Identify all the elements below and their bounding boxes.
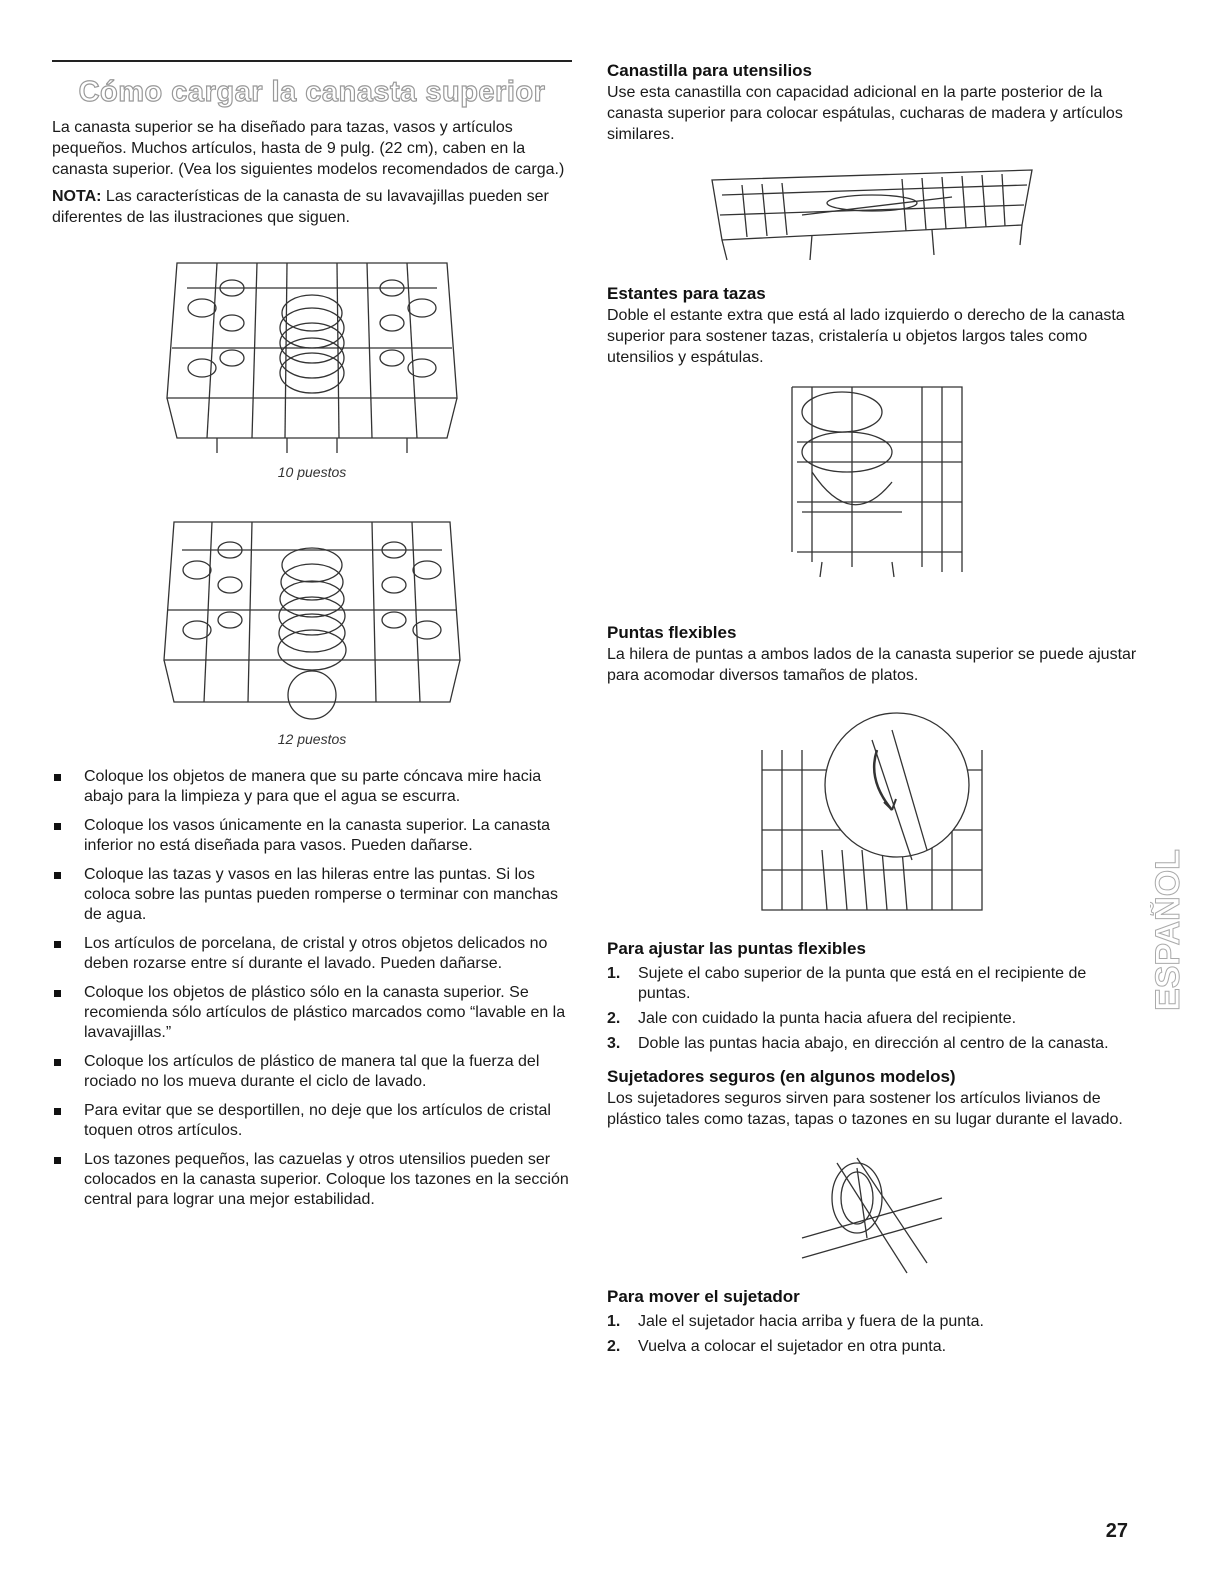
move-clip-heading: Para mover el sujetador [607,1287,800,1306]
list-item: Coloque los objetos de plástico sólo en … [52,983,572,1043]
clips-heading: Sujetadores seguros (en algunos modelos) [607,1067,956,1086]
adjust-tines-steps: 1.Sujete el cabo superior de la punta qu… [607,964,1137,1054]
list-item: 2.Jale con cuidado la punta hacia afuera… [607,1010,1017,1027]
flexible-tines-text: La hilera de puntas a ambos lados de la … [607,646,1137,684]
bullet-icon [54,1059,61,1066]
flexible-tines-figure [607,710,1137,920]
utensil-basket-figure [607,165,1137,265]
clips-text: Los sujetadores seguros sirven para sost… [607,1090,1123,1128]
flexible-tines-illustration [761,712,983,911]
note-text: Las características de la canasta de su … [52,188,549,226]
language-tab-text: ESPAÑOL [1150,849,1187,1011]
clip-figure [607,1148,1137,1278]
rack-10-place-illustration [166,262,458,453]
utensil-basket-illustration [711,169,1033,261]
bullet-icon [54,1108,61,1115]
clip-illustration [801,1157,943,1274]
list-item: 3.Doble las puntas hacia abajo, en direc… [607,1035,1109,1052]
section-title: Cómo cargar la canasta superior [78,75,546,108]
page-number: 27 [1105,1520,1128,1542]
rack-12-place-illustration [163,521,461,720]
language-side-tab: ESPAÑOL [1148,810,1190,1050]
note-label: NOTA: [52,188,102,205]
loading-tips-list: Coloque los objetos de manera que su par… [52,767,572,1210]
cup-shelves-text: Doble el estante extra que está al lado … [607,307,1125,366]
list-item: Para evitar que se desportillen, no deje… [52,1101,572,1141]
list-item: 2.Vuelva a colocar el sujetador en otra … [607,1338,947,1355]
note-paragraph: NOTA: Las características de la canasta … [52,186,572,228]
list-item: Coloque los vasos únicamente en la canas… [52,816,572,856]
bullet-icon [54,941,61,948]
flexible-tines-heading: Puntas flexibles [607,623,737,642]
list-item: Coloque los objetos de manera que su par… [52,767,572,807]
list-item: Los tazones pequeños, las cazuelas y otr… [52,1150,572,1210]
bullet-icon [54,1157,61,1164]
right-column: Canastilla para utensilios Use esta cana… [607,60,1137,1362]
move-clip-steps: 1.Jale el sujetador hacia arriba y fuera… [607,1312,1137,1357]
utensil-basket-heading: Canastilla para utensilios [607,61,813,80]
rack-10-place-figure: 10 puestos [52,248,572,480]
title-rule [52,60,572,62]
bullet-icon [54,823,61,830]
cup-shelves-heading: Estantes para tazas [607,284,766,303]
figure-caption-12: 12 puestos [277,731,347,747]
list-item: 1.Sujete el cabo superior de la punta qu… [607,965,1087,1002]
bullet-icon [54,990,61,997]
list-item: Coloque los artículos de plástico de man… [52,1052,572,1092]
bullet-icon [54,872,61,879]
adjust-tines-heading: Para ajustar las puntas flexibles [607,939,866,958]
figure-caption-10: 10 puestos [277,464,347,480]
utensil-basket-text: Use esta canastilla con capacidad adicio… [607,84,1123,143]
bullet-icon [54,774,61,781]
cup-shelf-figure [607,382,1137,582]
rack-12-place-figure: 12 puestos [52,510,572,747]
list-item: Los artículos de porcelana, de cristal y… [52,934,572,974]
list-item: Coloque las tazas y vasos en las hileras… [52,865,572,925]
intro-paragraph: La canasta superior se ha diseñado para … [52,119,565,178]
cup-shelf-illustration [791,386,963,578]
language-tab-graphic: ESPAÑOL [1148,849,1187,1012]
list-item: 1.Jale el sujetador hacia arriba y fuera… [607,1313,984,1330]
left-column: Cómo cargar la canasta superior La canas… [52,60,572,1219]
